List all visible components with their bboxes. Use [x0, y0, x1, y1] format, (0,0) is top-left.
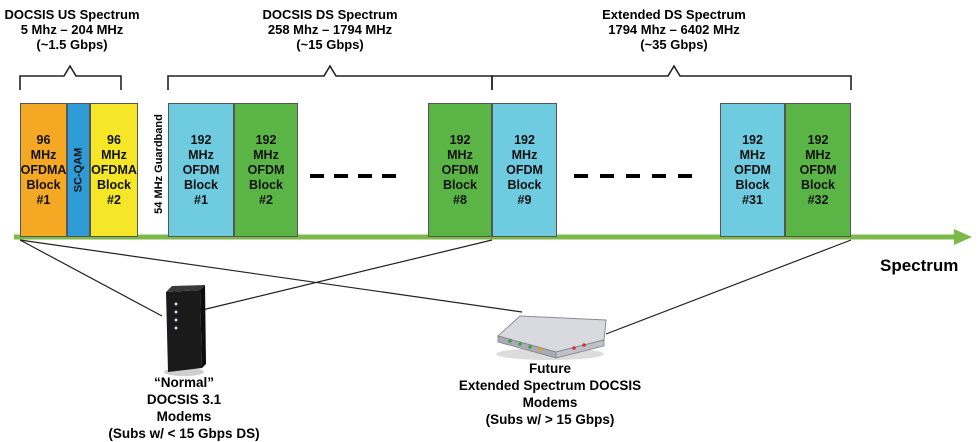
- ofdma-block-1: 96 MHz OFDMA Block #1: [20, 103, 67, 237]
- ds-spectrum-range: 258 Mhz – 1794 MHz: [267, 22, 393, 37]
- connector-future-right: [605, 239, 852, 335]
- ext-spectrum-label: Extended DS Spectrum 1794 Mhz – 6402 MHz…: [584, 7, 764, 52]
- ext-spectrum-title: Extended DS Spectrum: [602, 7, 746, 22]
- future-modem-line4: (Subs w/ > 15 Gbps): [485, 412, 615, 427]
- connector-future-left: [19, 239, 523, 313]
- ofdm-block-32-text: 192 MHz OFDM Block #32: [799, 132, 837, 207]
- ofdm-block-9: 192 MHz OFDM Block #9: [492, 103, 557, 237]
- ofdm-block-2-text: 192 MHz OFDM Block #2: [247, 132, 285, 207]
- ofdm-block-9-text: 192 MHz OFDM Block #9: [506, 132, 543, 207]
- future-modem-icon: [496, 315, 607, 360]
- spectrum-axis-arrowhead: [954, 229, 972, 245]
- future-modem-label: Future Extended Spectrum DOCSIS Modems (…: [440, 360, 660, 428]
- ofdm-block-31-text: 192 MHz OFDM Block #31: [734, 132, 771, 207]
- ds-spectrum-title: DOCSIS DS Spectrum: [262, 7, 398, 22]
- normal-modem-icon: [164, 285, 206, 376]
- ofdm-block-1: 192 MHz OFDM Block #1: [168, 103, 234, 237]
- ds-spectrum-rate: (~15 Gbps): [296, 37, 364, 52]
- spectrum-axis-label: Spectrum: [880, 256, 959, 275]
- future-modem-line2: Extended Spectrum DOCSIS: [458, 378, 642, 393]
- ofdm-block-8-text: 192 MHz OFDM Block #8: [441, 132, 479, 207]
- us-spectrum-range: 5 Mhz – 204 MHz: [20, 22, 124, 37]
- normal-modem-line3: Modems: [156, 409, 212, 424]
- ofdm-block-2: 192 MHz OFDM Block #2: [234, 103, 298, 237]
- ext-spectrum-range: 1794 Mhz – 6402 MHz: [608, 22, 740, 37]
- ofdm-block-8: 192 MHz OFDM Block #8: [428, 103, 492, 237]
- ofdm-block-1-text: 192 MHz OFDM Block #1: [182, 132, 220, 207]
- sc-qam-block: SC-QAM: [67, 103, 90, 237]
- normal-modem-label: “Normal” DOCSIS 3.1 Modems (Subs w/ < 15…: [84, 374, 284, 442]
- ofdma-block-1-text: 96 MHz OFDMA Block #1: [20, 132, 67, 207]
- normal-modem-line2: DOCSIS 3.1: [146, 392, 222, 407]
- ds-spectrum-label: DOCSIS DS Spectrum 258 Mhz – 1794 MHz (~…: [240, 7, 420, 52]
- ofdma-block-2-text: 96 MHz OFDMA Block #2: [91, 132, 137, 207]
- ext-spectrum-rate: (~35 Gbps): [640, 37, 708, 52]
- ofdm-block-32: 192 MHz OFDM Block #32: [785, 103, 851, 237]
- connector-normal-left: [19, 239, 163, 317]
- future-modem-line1: Future: [529, 361, 571, 376]
- normal-modem-line4: (Subs w/ < 15 Gbps DS): [108, 426, 260, 441]
- us-spectrum-label: DOCSIS US Spectrum 5 Mhz – 204 MHz (~1.5…: [0, 7, 144, 52]
- normal-modem-line1: “Normal”: [153, 375, 214, 390]
- sc-qam-label: SC-QAM: [72, 147, 85, 193]
- ofdma-block-2: 96 MHz OFDMA Block #2: [90, 103, 138, 237]
- ds-brace: [167, 64, 493, 90]
- connector-normal-right: [201, 239, 493, 311]
- ext-brace: [491, 64, 852, 90]
- us-spectrum-title: DOCSIS US Spectrum: [4, 7, 140, 22]
- ofdm-block-31: 192 MHz OFDM Block #31: [720, 103, 785, 237]
- us-spectrum-rate: (~1.5 Gbps): [36, 37, 108, 52]
- us-brace: [19, 64, 122, 90]
- guardband-label: 54 MHz Guardband: [153, 114, 165, 214]
- future-modem-line3: Modems: [522, 395, 578, 410]
